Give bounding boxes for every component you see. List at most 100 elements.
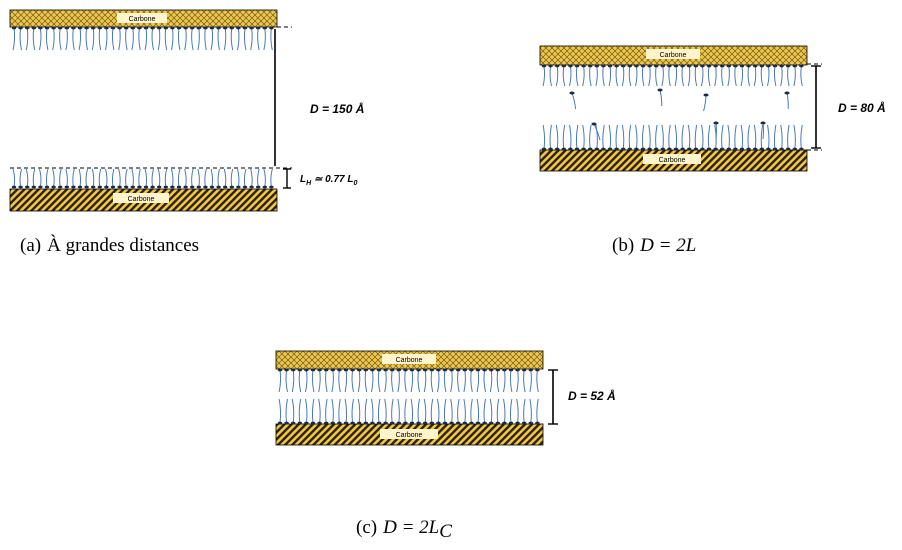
panel-b-top-chain (596, 66, 597, 86)
panel-b-bottom-headgroup (799, 148, 803, 151)
panel-a-top-headgroup (12, 27, 16, 30)
panel-b-bottom-headgroup (700, 148, 704, 151)
panel-b-top-chain (695, 66, 696, 86)
panel-b-top-chain (741, 66, 742, 86)
panel-c-bottom-chain (352, 399, 353, 423)
panel-c-bottom-headgroup (350, 422, 354, 425)
panel-a-top-headgroup (183, 27, 187, 30)
panel-c-bottom-chain (477, 399, 478, 423)
panel-a-bottom-headgroup (249, 186, 253, 189)
panel-a-top-plate-label: Carbone (129, 16, 156, 23)
panel-a-bottom-headgroup (243, 186, 247, 189)
panel-a-top-chain (192, 28, 193, 50)
panel-a-bottom-headgroup (117, 186, 121, 189)
panel-b-top-headgroup (588, 65, 592, 68)
panel-c-bottom-chain (326, 399, 327, 423)
panel-b-top-headgroup (654, 65, 658, 68)
panel-a-bottom-headgroup (256, 186, 260, 189)
panel-a-top-headgroup (216, 27, 220, 30)
panel-c-top-chain (398, 370, 399, 392)
panel-c-bottom-headgroup (397, 422, 401, 425)
panel-b-bottom-headgroup (766, 148, 770, 151)
panel-b-top-chain (622, 66, 623, 86)
panel-a-bottom-headgroup (78, 186, 82, 189)
panel-c-top-headgroup (291, 369, 295, 372)
panel-c-bottom-headgroup (476, 422, 480, 425)
panel-b-top-headgroup (799, 65, 803, 68)
panel-b-free-chain (716, 123, 717, 139)
panel-c-top-headgroup (456, 369, 460, 372)
panel-c-distance-label: D = 52 Å (568, 389, 616, 403)
panel-a-bottom-chain (158, 169, 159, 187)
panel-c-top-chain (292, 370, 293, 392)
panel-c-bottom-headgroup (515, 422, 519, 425)
panel-c-top-headgroup (377, 369, 381, 372)
panel-c-top-headgroup (364, 369, 368, 372)
panel-c-top-chain (411, 370, 412, 392)
panel-c-top-chain (372, 370, 373, 392)
panel-c-top-chain (392, 370, 393, 392)
panel-a-bottom-chain (205, 169, 206, 187)
panel-b-bottom-chain (556, 125, 557, 149)
panel-a-top-headgroup (157, 27, 161, 30)
panel-b-bottom-chain (781, 125, 782, 149)
panel-c-bottom-chain (464, 399, 465, 423)
panel-a-top-chain (79, 28, 80, 50)
panel-a-bottom-headgroup (71, 186, 75, 189)
panel-b-top-chain (550, 66, 551, 86)
panel-c-bottom-chain (458, 399, 459, 423)
panel-a-top-headgroup (197, 27, 201, 30)
panel-b-top-headgroup (733, 65, 737, 68)
panel-a-bottom-chain (172, 169, 173, 187)
panel-b-top-headgroup (595, 65, 599, 68)
panel-b-bottom-chain (669, 125, 670, 149)
panel-b-bottom-headgroup (575, 148, 579, 151)
panel-a-top-headgroup (170, 27, 174, 30)
panel-a-bottom-headgroup (18, 186, 22, 189)
panel-b-top-chain (728, 66, 729, 86)
panel-a-top-headgroup (117, 27, 121, 30)
panel-a-bottom-chain (119, 169, 120, 187)
panel-c-bottom-chain (517, 399, 518, 423)
panel-c-top-chain (424, 370, 425, 392)
panel-b-bottom-chain (788, 125, 789, 149)
panel-b-top-headgroup (720, 65, 724, 68)
panel-b-top-headgroup (634, 65, 638, 68)
panel-b-bottom-chain (629, 125, 630, 149)
panel-a-bottom-headgroup (164, 186, 168, 189)
panel-c-bottom-headgroup (344, 422, 348, 425)
panel-a-distance-label: D = 150 Å (310, 102, 364, 116)
panel-a-top-chain (238, 28, 239, 50)
panel-c-bottom-headgroup (284, 422, 288, 425)
panel-c-top-headgroup (496, 369, 500, 372)
panel-c-bottom-chain (345, 399, 346, 423)
panel-a-bottom-headgroup (91, 186, 95, 189)
panel-b-bottom-chain (688, 125, 689, 149)
panel-c-bottom-headgroup (410, 422, 414, 425)
panel-a-top-chain (231, 28, 232, 50)
panel-c-top-headgroup (383, 369, 387, 372)
panel-c-top-chain (378, 370, 379, 392)
panel-c-top-headgroup (344, 369, 348, 372)
panel-c-top-headgroup (311, 369, 315, 372)
panel-c-bottom-headgroup (535, 422, 539, 425)
panel-c-bottom-chain (524, 399, 525, 423)
panel-b-top-headgroup (601, 65, 605, 68)
panel-a-bottom-headgroup (124, 186, 128, 189)
panel-a-top-chain (46, 28, 47, 50)
panel-b-bottom-chain (682, 125, 683, 149)
panel-c-bottom-headgroup (443, 422, 447, 425)
panel-c-bottom-headgroup (390, 422, 394, 425)
panel-a-bottom-headgroup (38, 186, 42, 189)
panel-a-top-headgroup (98, 27, 102, 30)
panel-a-top-headgroup (124, 27, 128, 30)
panel-c-bottom-chain (438, 399, 439, 423)
panel-c-bottom-chain (332, 399, 333, 423)
panel-c-top-chain (279, 370, 280, 392)
panel-b-bottom-headgroup (680, 148, 684, 151)
panel-b-bottom-headgroup (674, 148, 678, 151)
panel-c-top-chain (299, 370, 300, 392)
panel-b-bottom-chain (603, 125, 604, 149)
panel-b-bottom-chain (563, 125, 564, 149)
panel-c-bottom-headgroup (529, 422, 533, 425)
